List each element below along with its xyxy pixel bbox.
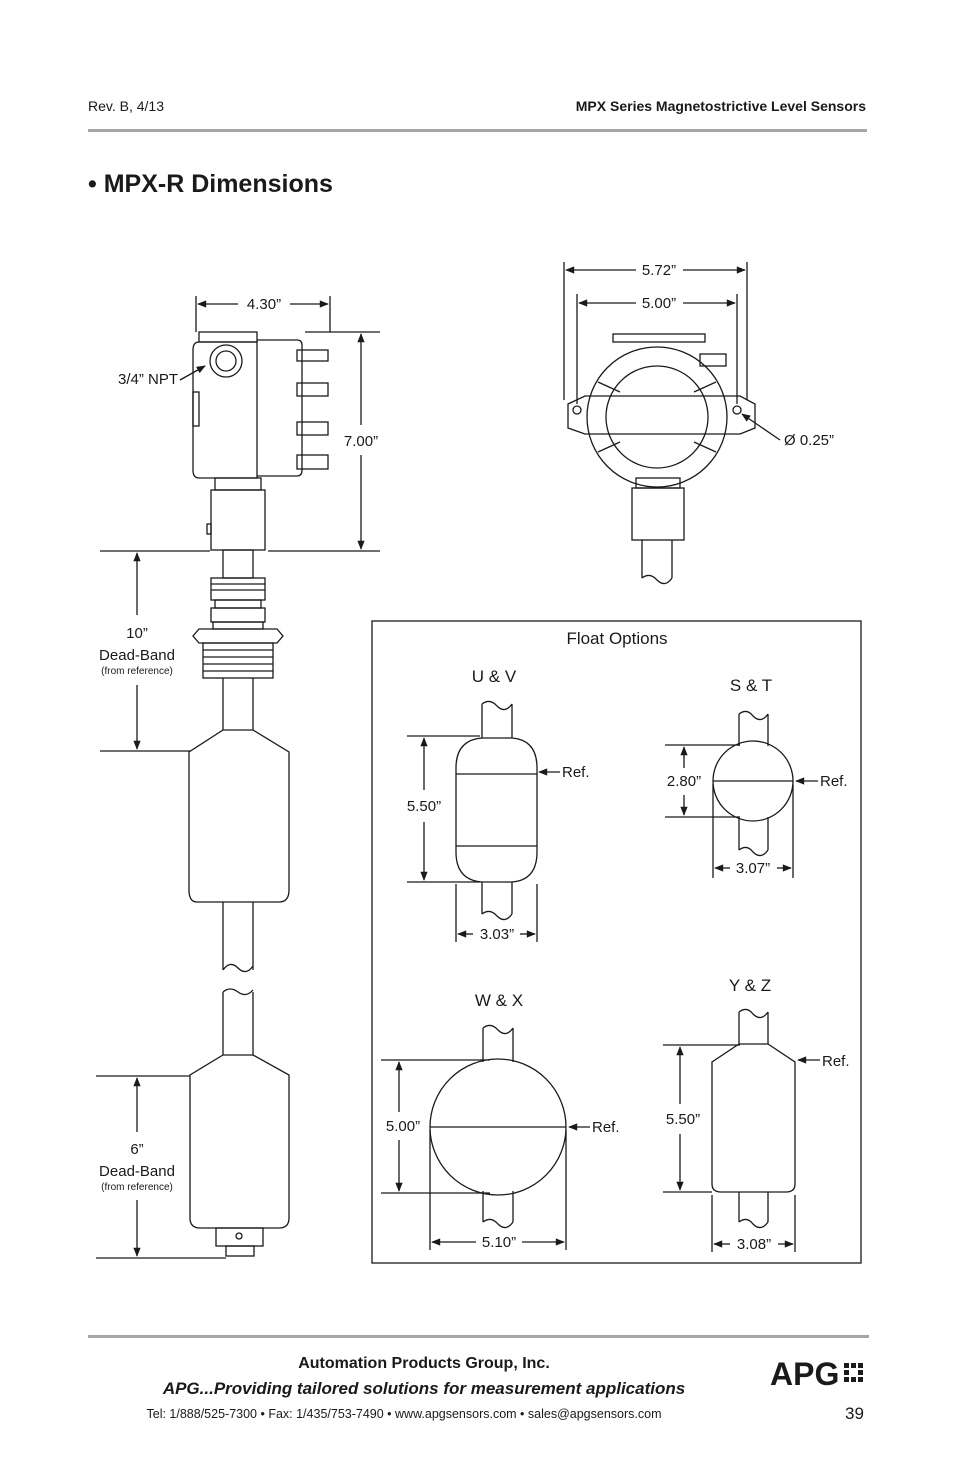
header-series-title: MPX Series Magnetostrictive Level Sensor… <box>575 98 866 114</box>
float-options-box <box>371 620 862 1264</box>
side-height-dim: 7.00” <box>344 433 378 450</box>
side-view-sensor <box>188 331 329 1257</box>
float-uv-width: 3.03” <box>480 926 514 943</box>
deadband-top-value: 10” <box>126 625 148 642</box>
side-width-dim: 4.30” <box>247 296 281 313</box>
deadband-bottom-value: 6” <box>130 1141 143 1158</box>
header-rule <box>88 129 867 132</box>
float-st-height: 2.80” <box>667 773 701 790</box>
float-yz-name: Y & Z <box>729 976 771 995</box>
header-revision: Rev. B, 4/13 <box>88 98 165 114</box>
footer-contact: Tel: 1/888/525-7300 • Fax: 1/435/753-749… <box>146 1407 662 1421</box>
float-yz-height: 5.50” <box>666 1111 700 1128</box>
float-st-name: S & T <box>730 676 772 695</box>
float-wx-height: 5.00” <box>386 1118 420 1135</box>
deadband-top-note: (from reference) <box>101 666 173 677</box>
footer-tagline: APG...Providing tailored solutions for m… <box>162 1379 686 1398</box>
page-title: • MPX-R Dimensions <box>88 170 333 198</box>
front-inner-width: 5.00” <box>642 295 676 312</box>
float-st-shape <box>712 710 794 857</box>
float-yz-width: 3.08” <box>737 1236 771 1253</box>
float-uv-ref: Ref. <box>562 764 590 781</box>
float-wx-width: 5.10” <box>482 1234 516 1251</box>
float-st-ref: Ref. <box>820 773 848 790</box>
deadband-bottom-note: (from reference) <box>101 1182 173 1193</box>
float-wx-shape <box>429 1024 567 1229</box>
footer-rule <box>88 1335 869 1338</box>
float-uv-shape <box>455 700 538 921</box>
deadband-top-label: Dead-Band <box>99 647 175 664</box>
apg-logo-text: APG <box>770 1356 839 1391</box>
front-view-sensor <box>567 333 756 585</box>
conduit-label: 3/4” NPT <box>118 371 178 388</box>
float-options-title: Float Options <box>566 629 667 648</box>
deadband-bottom-label: Dead-Band <box>99 1163 175 1180</box>
float-yz-ref: Ref. <box>822 1053 850 1070</box>
float-st-width: 3.07” <box>736 860 770 877</box>
apg-logo: APG <box>770 1356 863 1391</box>
float-wx-name: W & X <box>475 991 523 1010</box>
front-outer-width: 5.72” <box>642 262 676 279</box>
footer-company: Automation Products Group, Inc. <box>298 1355 550 1372</box>
hole-diameter: Ø 0.25” <box>784 432 834 449</box>
float-uv-height: 5.50” <box>407 798 441 815</box>
float-yz-shape <box>711 1008 796 1229</box>
float-uv-name: U & V <box>472 667 517 686</box>
page-number: 39 <box>845 1404 864 1423</box>
float-wx-ref: Ref. <box>592 1119 620 1136</box>
